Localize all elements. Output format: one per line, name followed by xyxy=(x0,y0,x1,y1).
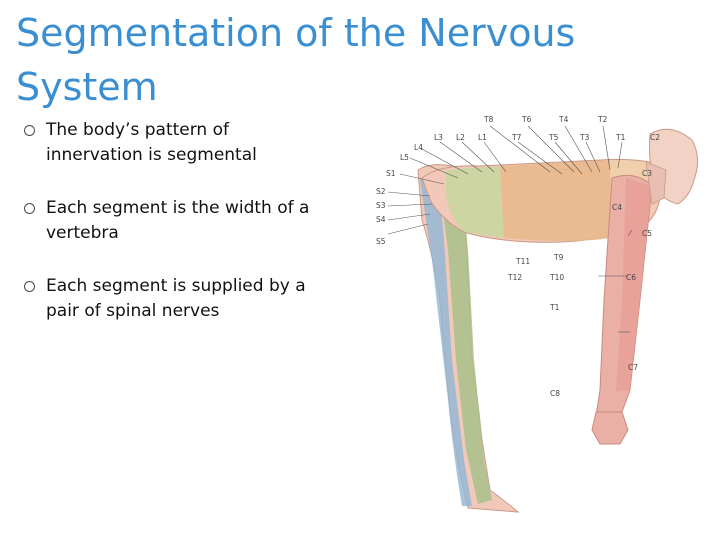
hand xyxy=(591,411,629,445)
dermatome-label: C6 xyxy=(626,273,636,282)
dermatome-label: T1 xyxy=(549,303,560,312)
dermatome-label: C4 xyxy=(612,203,622,212)
dermatome-label: S1 xyxy=(386,169,396,178)
arm-cervical-band xyxy=(616,178,652,392)
dermatome-label: L4 xyxy=(414,143,423,152)
leader-lines xyxy=(387,125,633,333)
dermatome-label: T1 xyxy=(615,133,626,142)
bullet-text: Each segment is supplied by a pair of sp… xyxy=(46,276,306,321)
dermatome-diagram: T8 T6 T4 T2 L3 L2 L1 T7 T5 T3 T1 C2 L4 L… xyxy=(376,115,698,513)
dermatome-label: L3 xyxy=(434,133,443,142)
torso-lumbar-band xyxy=(446,166,504,238)
torso-thoracic-band xyxy=(500,160,612,241)
dermatome-label: T3 xyxy=(579,133,590,142)
dermatome-figure: T8 T6 T4 T2 L3 L2 L1 T7 T5 T3 T1 C2 L4 L… xyxy=(360,100,720,540)
dermatome-label: L2 xyxy=(456,133,465,142)
dermatome-label: S2 xyxy=(376,187,386,196)
circle-bullet-icon xyxy=(24,281,35,292)
leg-lumbar-band xyxy=(438,172,492,504)
dermatome-label: L5 xyxy=(400,153,409,162)
dermatome-label: S5 xyxy=(376,237,386,246)
dermatome-label: L1 xyxy=(478,133,487,142)
dermatome-label: T4 xyxy=(558,115,569,124)
leg-sacral-band xyxy=(420,175,472,506)
bullet-item: Each segment is supplied by a pair of sp… xyxy=(24,274,324,324)
bullet-item: Each segment is the width of a vertebra xyxy=(24,196,324,246)
bullet-list: The body’s pattern of innervation is seg… xyxy=(24,118,324,352)
dermatome-label: T11 xyxy=(515,257,530,266)
dermatome-label: T7 xyxy=(511,133,522,142)
bullet-text: The body’s pattern of innervation is seg… xyxy=(46,120,257,165)
dermatome-label: C8 xyxy=(550,389,560,398)
dermatome-label: C7 xyxy=(628,363,638,372)
bullet-item: The body’s pattern of innervation is seg… xyxy=(24,118,324,168)
dermatome-label: T5 xyxy=(548,133,559,142)
circle-bullet-icon xyxy=(24,203,35,214)
neck xyxy=(645,161,667,205)
slide-title: Segmentation of the Nervous System xyxy=(16,11,576,109)
dermatome-label: C5 xyxy=(642,229,652,238)
dermatome-label: C2 xyxy=(650,133,660,142)
dermatome-label: S3 xyxy=(376,201,386,210)
dermatome-label: T12 xyxy=(507,273,522,282)
bullet-text: Each segment is the width of a vertebra xyxy=(46,198,310,243)
dermatome-label: T9 xyxy=(553,253,564,262)
circle-bullet-icon xyxy=(24,125,35,136)
dermatome-label: C3 xyxy=(642,169,652,178)
dermatome-label: T10 xyxy=(549,273,564,282)
dermatome-label: T6 xyxy=(521,115,532,124)
dermatome-label: T2 xyxy=(597,115,608,124)
dermatome-label: S4 xyxy=(376,215,386,224)
dermatome-label: T8 xyxy=(483,115,494,124)
